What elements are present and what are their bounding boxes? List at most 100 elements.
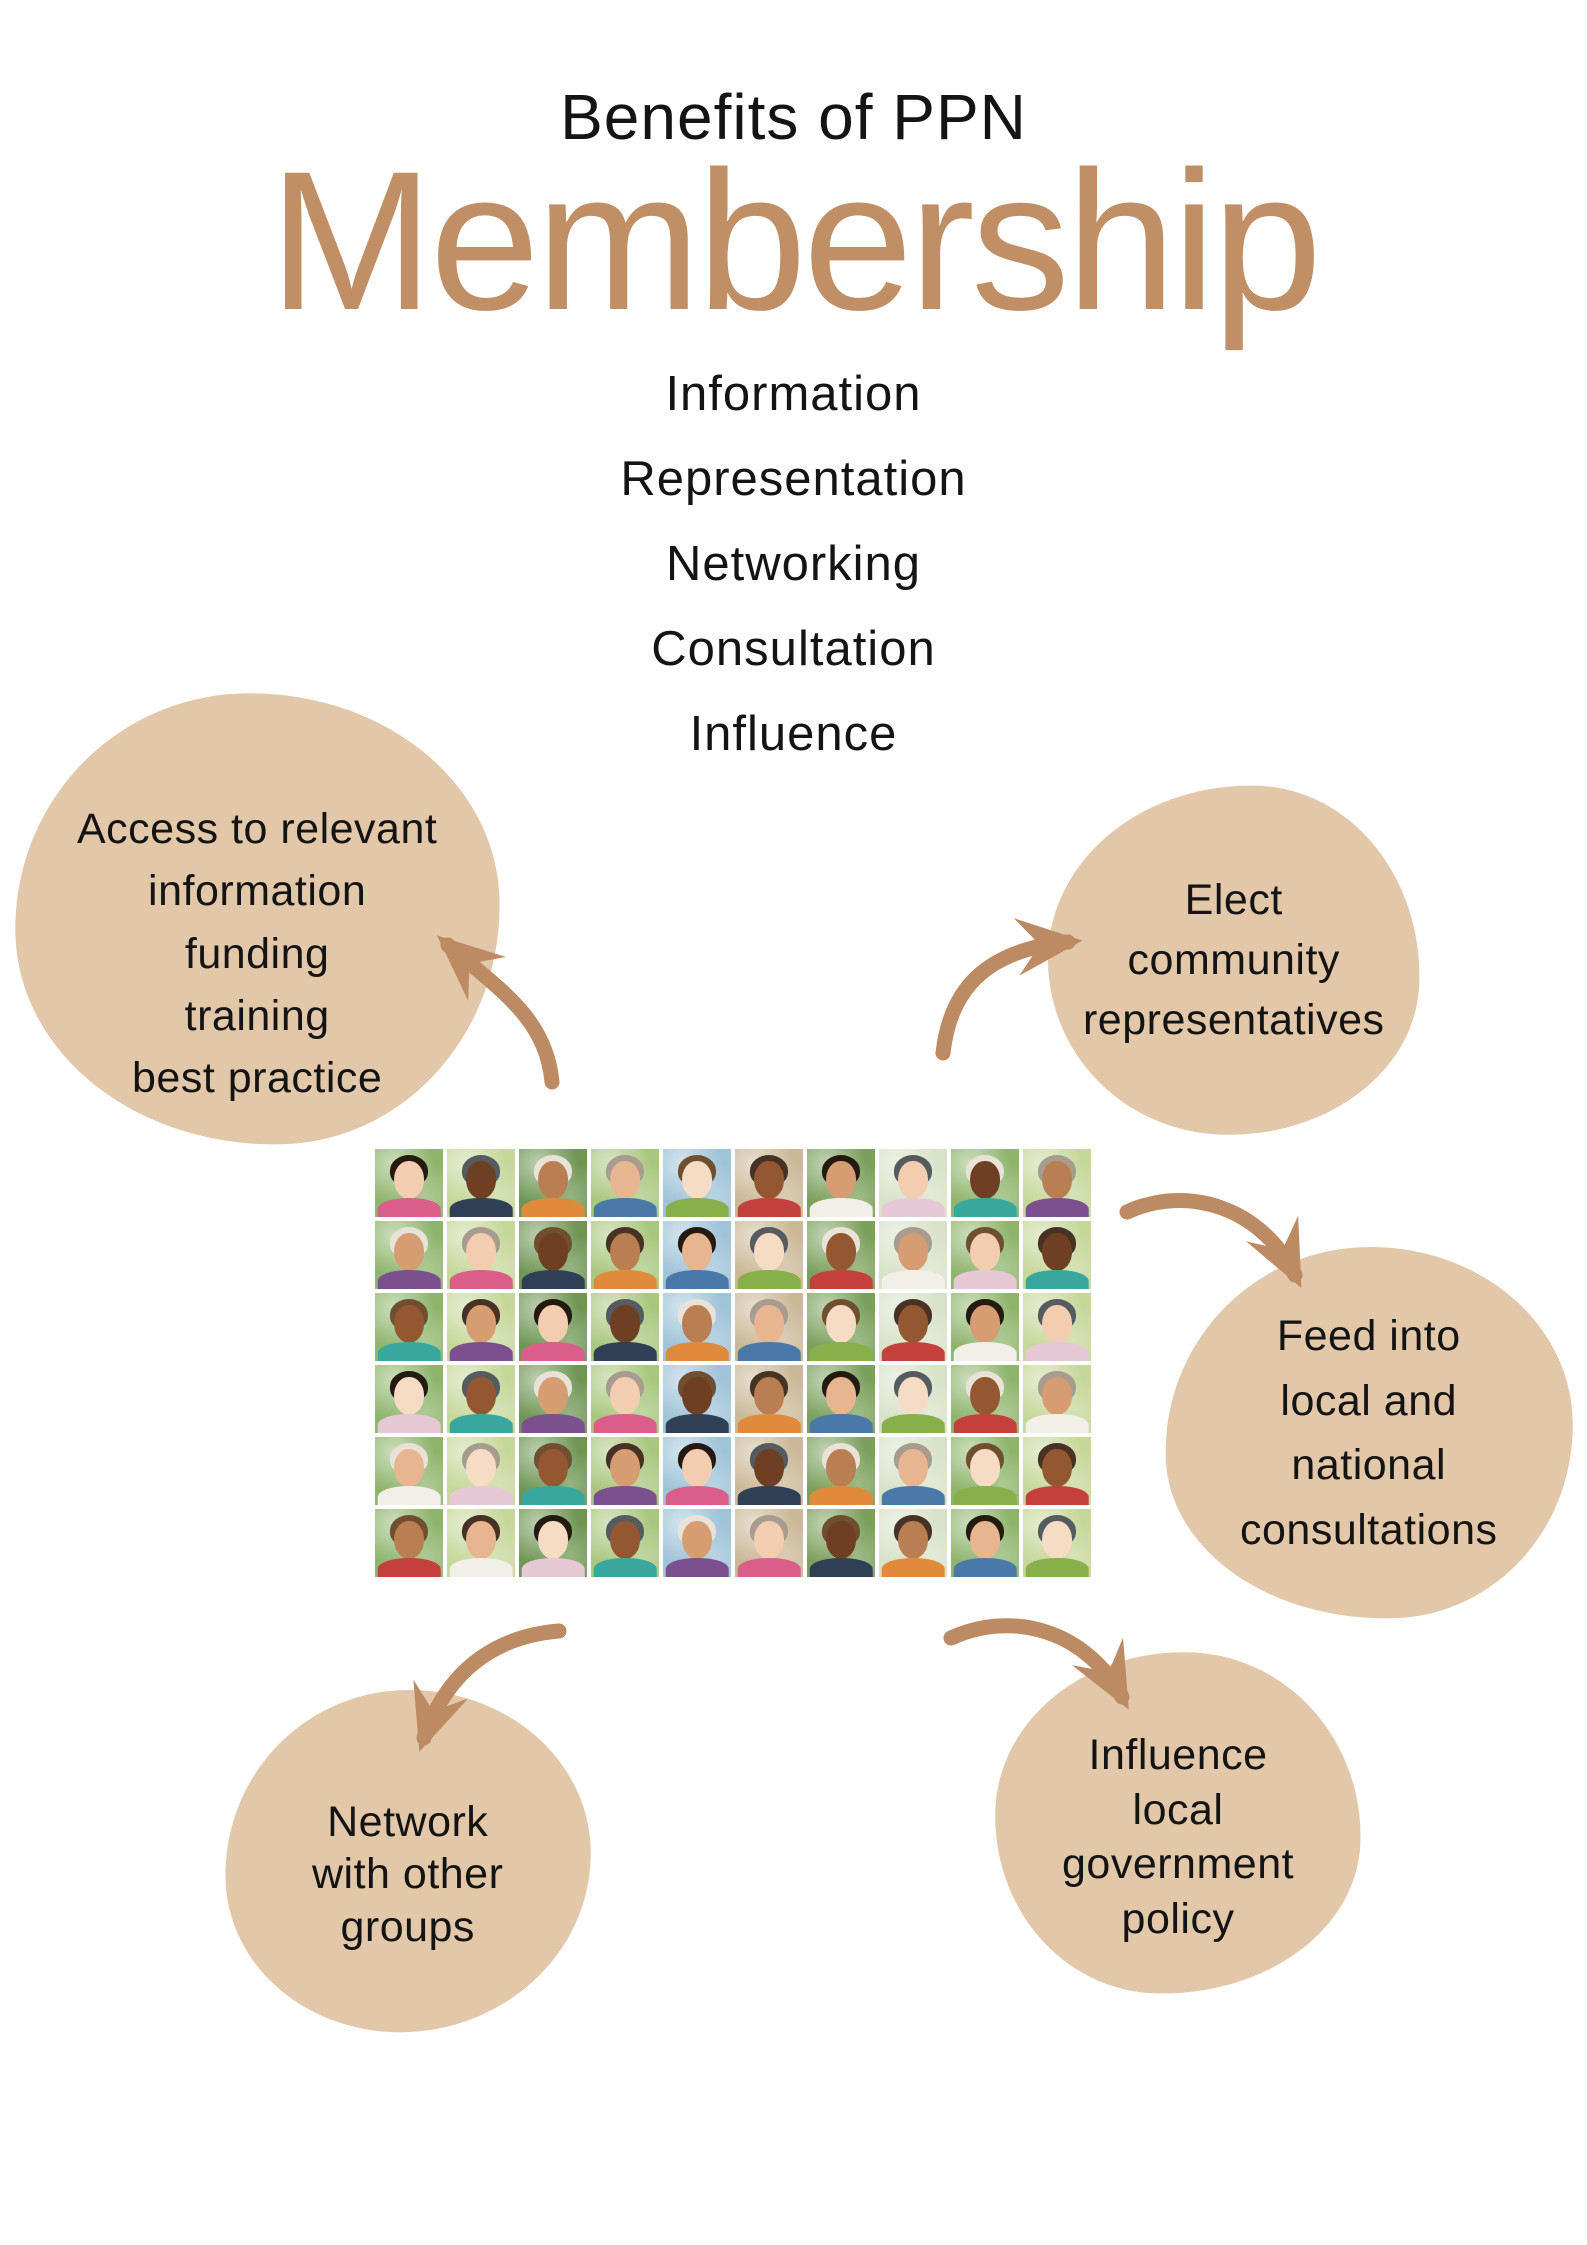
face-tile [735,1437,803,1505]
face-shoulders [665,1341,729,1361]
face-tile [591,1509,659,1577]
face-shoulders [881,1269,945,1289]
face-shoulders [881,1197,945,1217]
face-head [970,1376,1000,1415]
face-head [394,1376,424,1415]
face-shoulders [377,1197,441,1217]
face-tile [807,1437,875,1505]
face-head [682,1160,712,1199]
face-tile [879,1149,947,1217]
face-shoulders [809,1413,873,1433]
face-head [1042,1160,1072,1199]
face-head [394,1520,424,1559]
face-head [826,1304,856,1343]
face-tile [591,1365,659,1433]
face-head [682,1448,712,1487]
face-tile [447,1149,515,1217]
face-shoulders [881,1485,945,1505]
face-tile [591,1437,659,1505]
face-tile [519,1149,587,1217]
face-tile [447,1365,515,1433]
page-title: Membership [268,130,1322,351]
face-head [466,1520,496,1559]
face-tile [951,1149,1019,1217]
face-tile [807,1149,875,1217]
face-shoulders [665,1197,729,1217]
face-shoulders [737,1269,801,1289]
face-shoulders [953,1269,1017,1289]
face-head [1042,1376,1072,1415]
face-shoulders [665,1269,729,1289]
face-shoulders [521,1341,585,1361]
face-head [898,1232,928,1271]
face-shoulders [737,1557,801,1577]
face-tile [951,1221,1019,1289]
face-shoulders [449,1485,513,1505]
face-tile [519,1437,587,1505]
face-tile [519,1221,587,1289]
face-tile [519,1293,587,1361]
face-tile [807,1365,875,1433]
face-shoulders [737,1197,801,1217]
face-tile [807,1293,875,1361]
face-shoulders [449,1197,513,1217]
face-head [538,1160,568,1199]
face-shoulders [593,1485,657,1505]
face-tile [879,1437,947,1505]
face-shoulders [809,1197,873,1217]
face-tile [663,1149,731,1217]
face-tile [879,1509,947,1577]
bubble-network-text: Network with other groups [312,1798,504,1952]
face-head [826,1232,856,1271]
face-head [682,1304,712,1343]
face-tile [735,1293,803,1361]
face-head [466,1376,496,1415]
face-tile [591,1149,659,1217]
face-shoulders [521,1557,585,1577]
kicker-title: Benefits of PPN [560,81,1027,153]
face-shoulders [521,1485,585,1505]
face-shoulders [1025,1269,1089,1289]
face-head [394,1304,424,1343]
face-head [754,1160,784,1199]
face-shoulders [593,1413,657,1433]
face-tile [951,1509,1019,1577]
face-shoulders [1025,1341,1089,1361]
face-head [610,1232,640,1271]
face-shoulders [881,1557,945,1577]
face-head [754,1520,784,1559]
bubble-influence-text: Influence local government policy [1061,1730,1295,1943]
face-shoulders [449,1269,513,1289]
bubble-network-groups: Network with other groups [219,1683,597,2039]
face-head [898,1520,928,1559]
face-shoulders [953,1341,1017,1361]
face-tile [447,1221,515,1289]
face-tile [663,1293,731,1361]
face-tile [591,1293,659,1361]
face-head [754,1448,784,1487]
face-head [970,1304,1000,1343]
face-head [754,1376,784,1415]
face-head [394,1448,424,1487]
face-head [1042,1520,1072,1559]
face-shoulders [593,1197,657,1217]
face-tile [879,1293,947,1361]
face-tile [375,1437,443,1505]
face-shoulders [953,1557,1017,1577]
face-shoulders [809,1557,873,1577]
benefit-item-information: Information [665,367,922,421]
face-shoulders [665,1413,729,1433]
face-head [538,1232,568,1271]
face-head [754,1232,784,1271]
face-tile [879,1365,947,1433]
bubble-influence-policy: Influence local government policy [989,1645,1367,2001]
face-shoulders [377,1485,441,1505]
face-tile [375,1293,443,1361]
face-tile [447,1293,515,1361]
face-tile [519,1509,587,1577]
community-faces-collage [375,1149,1091,1577]
face-tile [807,1221,875,1289]
face-head [826,1520,856,1559]
face-shoulders [449,1341,513,1361]
